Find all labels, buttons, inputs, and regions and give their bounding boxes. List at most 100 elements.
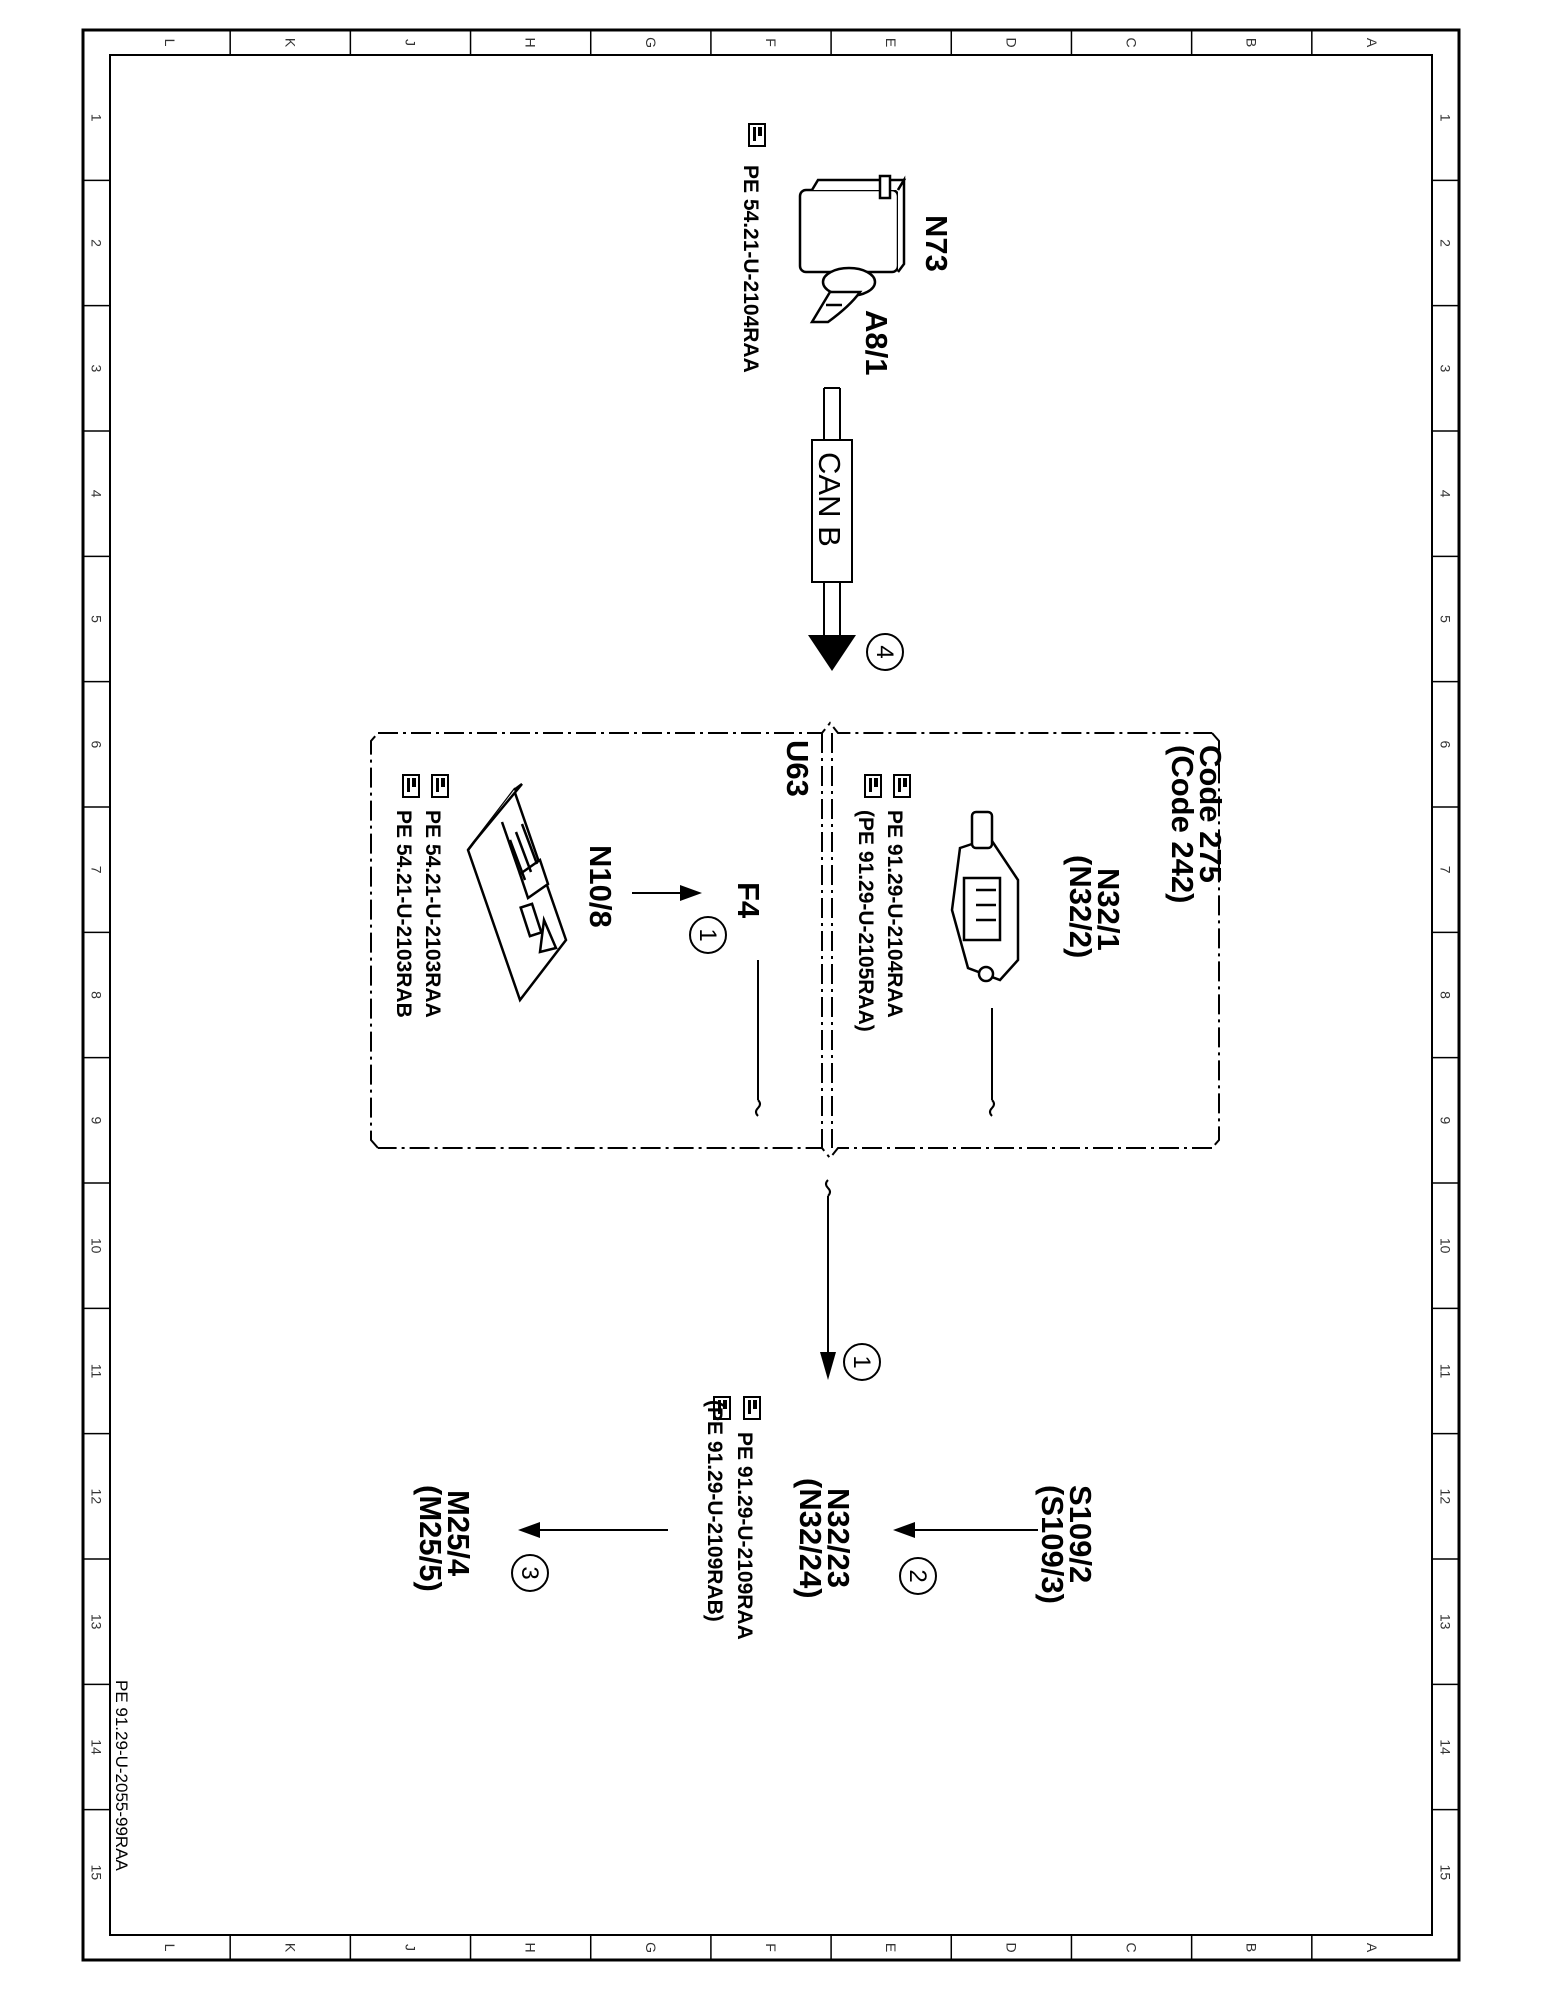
grid-row-label: 10 [89, 1238, 105, 1254]
grid-column-label: H [523, 1942, 539, 1952]
grid-column-label: C [1124, 37, 1140, 47]
m25-5-label: (M25/5) [413, 1485, 448, 1592]
grid-ticks [83, 30, 1459, 1960]
can-b-arrow-head [808, 635, 856, 671]
s109-seat-switch: S109/2 (S109/3) 2 [893, 1485, 1098, 1604]
n73-ref: PE 54.21-U-2104RAA [739, 165, 762, 373]
m25-4-label: M25/4 [441, 1490, 476, 1577]
n10-8-ref-1: PE 54.21-U-2103RAA [421, 810, 444, 1018]
step-4-badge: 4 [871, 645, 898, 658]
grid-column-label: D [1003, 1942, 1019, 1952]
s109-3-label: (S109/3) [1035, 1485, 1070, 1604]
outer-frame [81, 28, 1461, 1962]
grid-column-label: D [1003, 37, 1019, 47]
reference-hand-icon [864, 774, 882, 798]
grid-column-label: B [1244, 38, 1260, 47]
n10-8-label: N10/8 [583, 845, 618, 928]
reference-hand-icon [748, 123, 766, 147]
grid-row-label: 2 [1438, 239, 1454, 247]
grid-column-label: H [523, 37, 539, 47]
step-1-badge: 1 [694, 928, 721, 941]
grid-row-label: 3 [1438, 364, 1454, 372]
n10-8-arrow-head [680, 885, 702, 901]
u63-label: U63 [780, 740, 815, 797]
code-275-label: Code 275 [1193, 745, 1228, 883]
grid-row-label: 2 [89, 239, 105, 247]
grid-row-label: 12 [1438, 1489, 1454, 1505]
grid-row-label: 15 [1438, 1865, 1454, 1881]
grid-row-label: 6 [89, 740, 105, 748]
grid-column-label: K [282, 1943, 298, 1953]
grid-row-label: 14 [1438, 1739, 1454, 1755]
flow-to-n32-23: 1 [820, 1179, 881, 1381]
ignition-switch-icon [798, 174, 907, 324]
grid-row-label: 13 [1438, 1614, 1454, 1630]
grid-row-label: 9 [1438, 1116, 1454, 1124]
f4-label: F4 [731, 882, 766, 919]
grid-row-label: 1 [89, 114, 105, 122]
m25-motor: 3 M25/4 (M25/5) [413, 1485, 668, 1592]
grid-column-label: G [643, 37, 659, 48]
grid-column-label: A [1364, 38, 1380, 48]
n32-1-label: N32/1 [1091, 868, 1126, 951]
grid-column-label: J [402, 1944, 418, 1951]
reference-hand-icon [431, 774, 449, 798]
n32-24-label: (N32/24) [793, 1478, 828, 1599]
grid-column-label: L [162, 39, 178, 47]
grid-row-label: 3 [89, 364, 105, 372]
n32-23-control-unit: N32/23 (N32/24) PE 91.29-U-2109RAA (PE 9… [703, 1396, 856, 1640]
control-module-icon [466, 783, 568, 1003]
s109-2-label: S109/2 [1063, 1485, 1098, 1583]
n32-23-label: N32/23 [821, 1488, 856, 1588]
n32-1-seat-control-unit: N32/1 (N32/2) PE 91.29-U-2104RAA (PE 91.… [854, 774, 1126, 1117]
f4-connection: F4 [731, 882, 766, 1117]
grid-row-label: 11 [1438, 1364, 1454, 1379]
u63-module-box [370, 721, 1220, 1160]
connector-module-icon [950, 810, 1020, 983]
flow-arrow-head [820, 1352, 836, 1380]
grid-row-label: 13 [89, 1614, 105, 1630]
n73-ignition-switch: N73 A8/1 PE 54.21-U-2104RAA [739, 123, 954, 375]
grid-column-label: E [883, 38, 899, 47]
grid-row-label: 8 [89, 991, 105, 999]
reference-hand-icon [743, 1396, 761, 1420]
reference-hand-icon [402, 774, 420, 798]
grid-row-label: 14 [89, 1739, 105, 1755]
grid-column-label: E [883, 1943, 899, 1952]
grid-column-label: B [1244, 1943, 1260, 1952]
grid-column-label: G [643, 1942, 659, 1953]
inner-frame [109, 54, 1433, 1936]
grid-row-label: 5 [89, 615, 105, 623]
s109-arrow-head [893, 1522, 915, 1538]
grid-row-label: 5 [1438, 615, 1454, 623]
n32-23-ref-2: (PE 91.29-U-2109RAB) [703, 1400, 726, 1622]
grid-row-label: 4 [89, 490, 105, 498]
n32-2-label: (N32/2) [1063, 855, 1098, 958]
m25-arrow-head [518, 1522, 540, 1538]
n10-8-ref-2: PE 54.21-U-2103RAB [392, 810, 415, 1018]
grid-column-label: F [763, 1943, 779, 1952]
grid-column-label: C [1124, 1942, 1140, 1952]
grid-row-label: 10 [1438, 1238, 1454, 1254]
grid-column-label: J [402, 39, 418, 46]
n10-8-sam-module: N10/8 1 PE 54.21-U-2103RAA PE 54.21-U-21… [392, 774, 727, 1018]
step-1-badge: 1 [848, 1355, 875, 1368]
can-b-label: CAN B [812, 452, 847, 547]
code-242-label: (Code 242) [1165, 745, 1200, 903]
document-ref: PE 91.29-U-2055-99RAA [112, 1680, 131, 1872]
n32-1-ref: PE 91.29-U-2104RAA [883, 810, 906, 1018]
step-3-badge: 3 [516, 1566, 543, 1579]
grid-row-label: 15 [89, 1865, 105, 1881]
step-2-badge: 2 [904, 1569, 931, 1582]
grid-column-label: F [763, 38, 779, 47]
grid-column-label: K [282, 38, 298, 48]
grid-row-label: 6 [1438, 740, 1454, 748]
grid-row-label: 1 [1438, 114, 1454, 122]
reference-hand-icon [893, 774, 911, 798]
n32-2-ref: (PE 91.29-U-2105RAA) [854, 810, 877, 1032]
grid-column-label: A [1364, 1943, 1380, 1953]
grid-row-label: 12 [89, 1489, 105, 1505]
grid-row-label: 11 [89, 1364, 105, 1379]
grid-row-label: 9 [89, 1116, 105, 1124]
